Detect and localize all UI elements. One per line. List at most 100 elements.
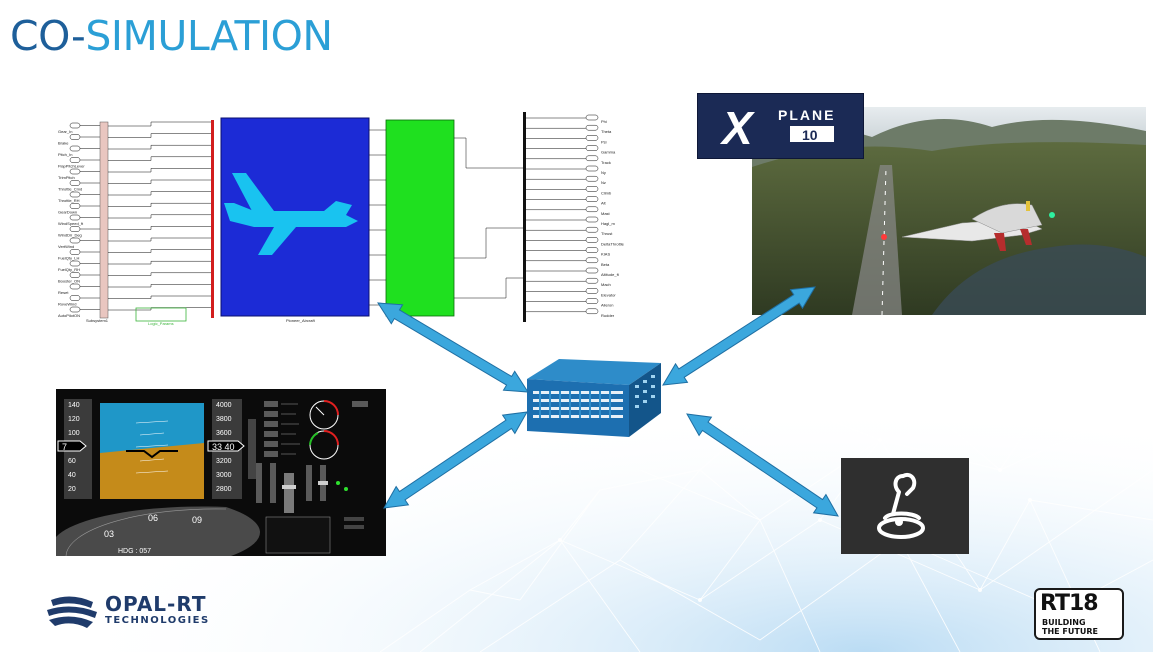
simulink-input-label: Reset <box>58 290 69 295</box>
simulink-output-label: Beta <box>601 262 610 267</box>
simulink-output-port[interactable] <box>585 114 599 121</box>
simulink-output-label: Gamma <box>601 150 616 155</box>
simulink-output-label: Mach <box>601 282 611 287</box>
xplane-logo: X PLANE 10 <box>698 94 863 158</box>
joystick-panel[interactable] <box>841 458 969 554</box>
simulink-input-label: FlapPitchLever <box>58 164 85 169</box>
river <box>932 244 1146 315</box>
simulink-output-port[interactable] <box>585 155 599 162</box>
simulink-canvas: Gear_InBrakePitch_InFlapPitchLeverTrimPi… <box>58 112 625 326</box>
simulink-output-port[interactable] <box>585 226 599 233</box>
simulink-input-label: RoveWind <box>58 302 76 307</box>
simulink-output-port[interactable] <box>585 216 599 223</box>
altitude-tick-label: 3600 <box>216 430 232 437</box>
simulink-output-port[interactable] <box>585 145 599 151</box>
simulink-output-label: Psi <box>601 139 607 144</box>
double-arrow-icon <box>377 302 529 393</box>
simulink-output-port[interactable] <box>585 277 599 284</box>
simulink-output-port[interactable] <box>585 247 599 253</box>
simulink-output-label: Rudder <box>601 313 615 318</box>
simulink-output-port[interactable] <box>585 267 599 274</box>
altitude-tick-label: 4000 <box>216 402 232 409</box>
simulink-input-label: Pitch_In <box>58 152 72 157</box>
simulink-output-port[interactable] <box>585 124 599 131</box>
compass-label-06: 06 <box>148 513 158 523</box>
simulink-input-label: Throttle_Cmd <box>58 187 82 192</box>
simulink-input-label: Booster_ON <box>58 279 80 284</box>
simulink-mux-bar <box>99 121 109 319</box>
opal-rt-wordmark: OPAL-RT <box>105 592 207 616</box>
simulink-input-label: WindSpeed_ft <box>58 221 84 226</box>
simulink-red-bus <box>211 120 214 318</box>
compass-label-09: 09 <box>192 515 202 525</box>
simulink-output-label: Phi <box>601 119 607 124</box>
simulink-output-label: KIAS <box>601 252 610 257</box>
opal-rt-globe-icon <box>47 596 97 628</box>
speed-tick-label: 140 <box>68 402 80 409</box>
simulink-logic-block-label: Logic_Params <box>148 321 174 326</box>
simulink-output-label: Ny <box>601 170 606 175</box>
simulink-input-label: GearDown <box>58 210 77 215</box>
simulink-input-label: Gear_In <box>58 129 72 134</box>
simulink-controller-block[interactable] <box>385 119 455 317</box>
simulink-output-label: Theta <box>601 129 612 134</box>
rt18-wordmark: RT18 <box>1040 591 1099 616</box>
altitude-tick-label: 3200 <box>216 458 232 465</box>
simulink-logic-block[interactable] <box>135 307 187 322</box>
simulink-output-label: Hagl_m <box>601 221 615 226</box>
speed-tick-label: 60 <box>68 458 76 465</box>
xplane-version: 10 <box>802 127 818 143</box>
simulink-output-label: Climb <box>601 190 612 195</box>
speed-tick-label: 20 <box>68 486 76 493</box>
simulink-output-port[interactable] <box>585 135 599 141</box>
simulink-output-port[interactable] <box>585 288 599 294</box>
heading-readout: HDG : 057 <box>118 548 151 555</box>
simulink-input-label: VertWind <box>58 244 74 249</box>
simulink-output-port[interactable] <box>585 175 599 182</box>
simulink-output-port[interactable] <box>585 308 599 315</box>
cockpit-instrument-panel[interactable]: 14012010080604020 7 40003800360034003200… <box>56 389 386 556</box>
slide-title: CO-SIMULATION <box>10 12 333 60</box>
simulink-input-label: TrimPitch <box>58 175 75 180</box>
simulink-input-label: Brake <box>58 141 69 146</box>
aircraft-silhouette-icon <box>224 173 358 255</box>
simulink-center-block-label: Pioneer_Aircraft <box>286 318 316 323</box>
simulink-input-label: FuelQty_LH <box>58 256 79 261</box>
speed-tick-label: 100 <box>68 430 80 437</box>
simulink-mid-wires <box>108 121 211 311</box>
cockpit-canvas: 14012010080604020 7 40003800360034003200… <box>56 399 368 556</box>
speed-tick-label: 120 <box>68 416 80 423</box>
speed-tick-label: 40 <box>68 472 76 479</box>
altitude-tick-label: 3000 <box>216 472 232 479</box>
simulink-output-port[interactable] <box>585 165 599 172</box>
simulink-output-label: Aileron <box>601 303 613 308</box>
simulink-output-port[interactable] <box>585 196 599 202</box>
simulink-demux-bar <box>523 112 526 322</box>
simulink-output-port[interactable] <box>585 298 599 304</box>
simulink-output-label: Altitude_ft <box>601 272 620 277</box>
double-arrow-icon <box>686 413 839 517</box>
simulink-output-port[interactable] <box>585 186 599 192</box>
throttle-sliders[interactable] <box>256 463 328 513</box>
trend-plot <box>265 516 331 554</box>
simulink-output-label: Elevator <box>601 292 616 297</box>
xplane-word: PLANE <box>778 107 835 123</box>
simulink-input-ports: Gear_InBrakePitch_InFlapPitchLeverTrimPi… <box>58 122 100 318</box>
altitude-tick-label: 3800 <box>216 416 232 423</box>
simulink-output-label: Alt <box>601 201 607 206</box>
gear-lights <box>336 481 348 491</box>
status-indicators <box>264 401 300 457</box>
runway <box>852 165 902 315</box>
simulink-output-port[interactable] <box>585 257 599 264</box>
simulink-input-label: Throttle_RH <box>58 198 80 203</box>
simulink-output-label: Thrust <box>601 231 613 236</box>
aircraft-model <box>881 201 1055 251</box>
opal-rt-logo: OPAL-RT TECHNOLOGIES <box>43 594 243 634</box>
simulink-input-label: WindDir_Deg <box>58 233 82 238</box>
gauge-bottom-icon <box>309 430 339 460</box>
simulink-output-port[interactable] <box>585 206 599 213</box>
simulink-output-label: Mast <box>601 211 611 216</box>
simulink-output-port[interactable] <box>585 237 599 243</box>
